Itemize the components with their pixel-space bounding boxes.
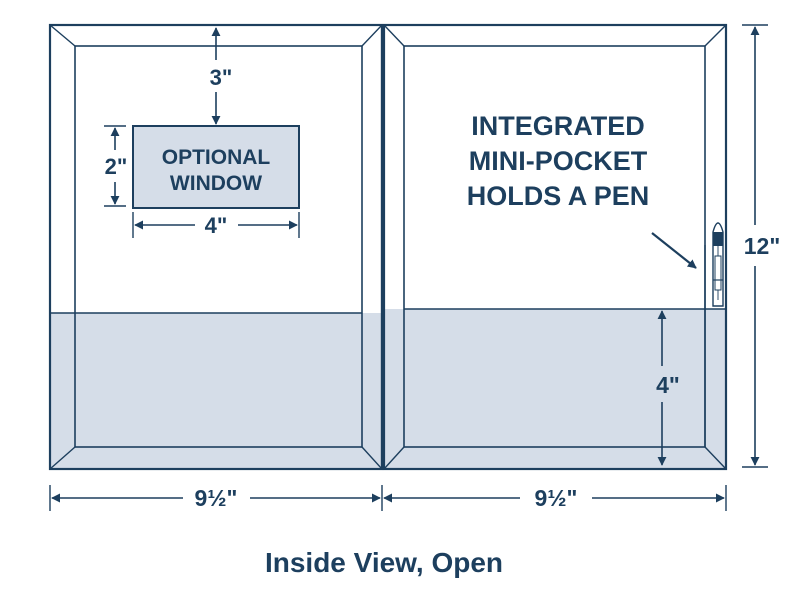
left-panel — [48, 23, 384, 471]
right-pocket-fill — [384, 309, 726, 469]
pocket-label-line3: HOLDS A PEN — [467, 181, 650, 211]
left-pocket-fill — [50, 313, 382, 469]
window-height-label: 2" — [105, 154, 128, 179]
pocket-depth-label: 4" — [656, 372, 680, 398]
left-panel-inner — [74, 45, 363, 448]
optional-window — [132, 125, 300, 209]
window-width-label: 4" — [205, 213, 228, 238]
pen-icon — [712, 222, 724, 307]
window-label-line1: OPTIONAL — [162, 146, 271, 169]
right-width-label: 9½" — [535, 485, 578, 511]
height-label: 12" — [744, 233, 781, 259]
left-width-label: 9½" — [195, 485, 238, 511]
pen-pointer-arrow — [651, 232, 697, 269]
window-label-line2: WINDOW — [170, 172, 262, 195]
pocket-label-line2: MINI-POCKET — [469, 146, 648, 176]
right-panel-outline — [382, 23, 728, 471]
diagram-caption: Inside View, Open — [265, 547, 503, 578]
top-margin-label: 3" — [210, 65, 233, 90]
pocket-label-line1: INTEGRATED — [471, 111, 645, 141]
right-panel — [382, 23, 728, 471]
